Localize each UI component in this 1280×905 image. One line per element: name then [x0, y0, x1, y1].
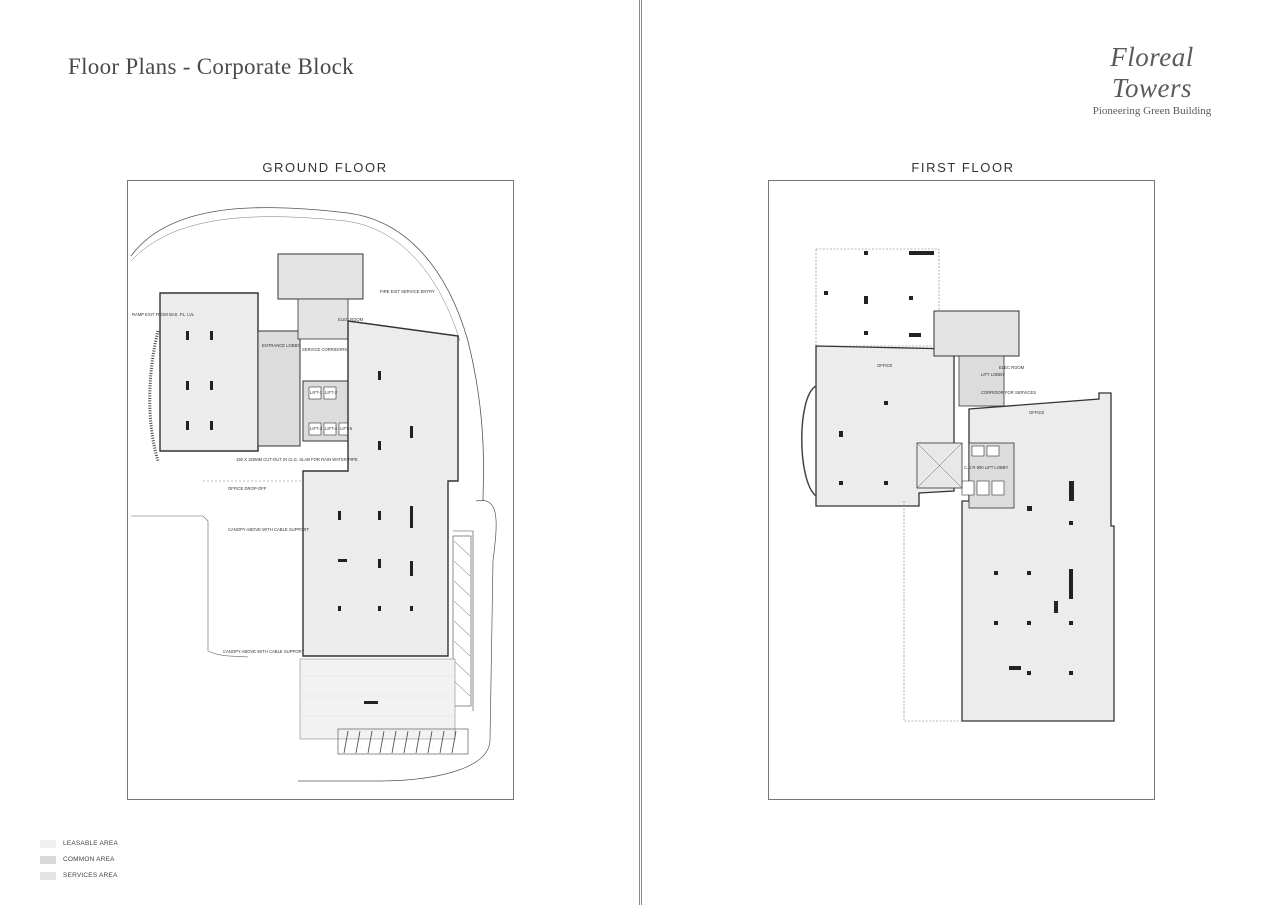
canopy-label-1: CANOPY ABOVE WITH CABLE SUPPORT: [228, 527, 309, 532]
leasable-swatch: [40, 839, 56, 848]
fire-exit-label: FIRE EXIT SERVICE ENTRY: [380, 289, 435, 294]
legend: LEASABLE AREA COMMON AREA SERVICES AREA: [40, 836, 118, 884]
elec-room-label: ELEC ROOM: [338, 317, 364, 322]
elec-room-label: ELEC ROOM: [999, 365, 1025, 370]
legend-item-leasable: LEASABLE AREA: [40, 836, 118, 851]
office-label-2: OFFICE: [1029, 410, 1045, 415]
lift-5-label: LIFT-5: [340, 426, 353, 431]
ground-floor-caption: GROUND FLOOR: [262, 160, 388, 175]
legend-label: COMMON AREA: [63, 856, 115, 863]
legend-label: LEASABLE AREA: [63, 840, 118, 847]
drop-off-label: OFFICE DROP-OFF: [228, 486, 267, 491]
document-title: Floor Plans - Corporate Block: [68, 54, 354, 79]
lift-1-label: LIFT-1: [310, 390, 323, 395]
services-swatch: [40, 871, 56, 880]
common-swatch: [40, 855, 56, 864]
cutout-label: 150 X 150MM CUT-OUT IN CLG. SLAB FOR RAI…: [236, 457, 358, 462]
first-floor-plan: OFFICE OFFICE LIFT LOBBY ELEC ROOM CORRI…: [768, 180, 1155, 800]
service-corridors-label: SERVICE CORRIDORS: [302, 347, 347, 352]
brand-name: Floreal Towers: [1110, 42, 1194, 103]
first-floor-drawing: OFFICE OFFICE LIFT LOBBY ELEC ROOM CORRI…: [801, 248, 1115, 722]
left-page: Floor Plans - Corporate Block GROUND FLO…: [40, 0, 640, 905]
legend-item-common: COMMON AREA: [40, 852, 118, 867]
lift-3-label: LIFT-3: [310, 426, 323, 431]
entrance-lobby-label: ENTRANCE LOBBY: [262, 343, 300, 348]
lift-2-label: LIFT-2: [325, 390, 338, 395]
lift-lobby-label: LIFT LOBBY: [981, 372, 1005, 377]
office-label-1: OFFICE: [877, 363, 893, 368]
legend-label: SERVICES AREA: [63, 872, 118, 879]
ramp-label: RAMP EXIT FROM BAS. PL. LVL: [132, 312, 195, 317]
lift-lobby-2-label: C.D.R 900 LIFT LOBBY: [964, 465, 1009, 470]
legend-item-services: SERVICES AREA: [40, 868, 118, 883]
brand-logo: Floreal Towers Pioneering Green Building: [1072, 42, 1232, 117]
lift-4-label: LIFT-4: [325, 426, 338, 431]
ground-floor-plan: RAMP EXIT FROM BAS. PL. LVL FIRE EXIT SE…: [127, 180, 514, 800]
ground-floor-drawing: RAMP EXIT FROM BAS. PL. LVL FIRE EXIT SE…: [130, 207, 497, 782]
corridor-label: CORRIDOR FOR SERVICES: [981, 390, 1036, 395]
first-floor-caption: FIRST FLOOR: [911, 160, 1015, 175]
right-page: Floreal Towers Pioneering Green Building…: [641, 0, 1280, 905]
brand-tagline: Pioneering Green Building: [1092, 105, 1212, 117]
canopy-label-2: CANOPY ABOVE WITH CABLE SUPPORT: [223, 649, 304, 654]
